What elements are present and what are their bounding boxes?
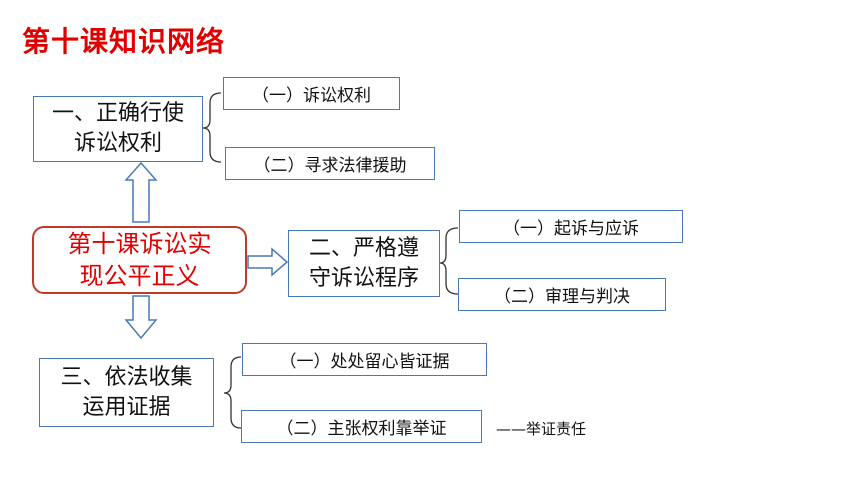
branch1-line1: 一、正确行使 (51, 101, 184, 126)
page-title: 第十课知识网络 (22, 25, 226, 58)
branch3-box: 三、依法收集 运用证据 (39, 358, 214, 427)
down-arrow (124, 295, 158, 340)
branch2-line2: 守诉讼程序 (308, 265, 419, 291)
branch2-item1: （一）起诉与应诉 (459, 210, 683, 243)
branch3-line2: 运用证据 (82, 394, 171, 420)
branch1-item1: （一）诉讼权利 (223, 77, 400, 110)
branch3-item2: （二）主张权利靠举证 (241, 410, 482, 443)
center-topic-box: 第十课诉讼实 现公平正义 (32, 226, 247, 294)
branch3-item1: （一）处处留心皆证据 (242, 343, 487, 376)
burden-of-proof-note: ——举证责任 (496, 420, 587, 438)
up-arrow (124, 161, 158, 223)
center-line2: 现公平正义 (79, 262, 200, 290)
branch1-box: 一、正确行使 诉讼权利 (33, 96, 203, 162)
branch1-item2: （二）寻求法律援助 (225, 147, 435, 180)
center-line1: 第十课诉讼实 (67, 230, 212, 258)
branch2-item2: （二）审理与判决 (458, 278, 666, 311)
right-arrow (247, 247, 289, 277)
bracket-branch3 (223, 356, 242, 429)
branch2-box: 二、严格遵 守诉讼程序 (288, 230, 440, 297)
bracket-branch1 (202, 92, 222, 163)
branch2-line1: 二、严格遵 (308, 235, 419, 261)
branch1-line2: 诉讼权利 (73, 131, 162, 156)
branch3-line1: 三、依法收集 (60, 364, 193, 390)
bracket-branch2 (439, 227, 459, 295)
